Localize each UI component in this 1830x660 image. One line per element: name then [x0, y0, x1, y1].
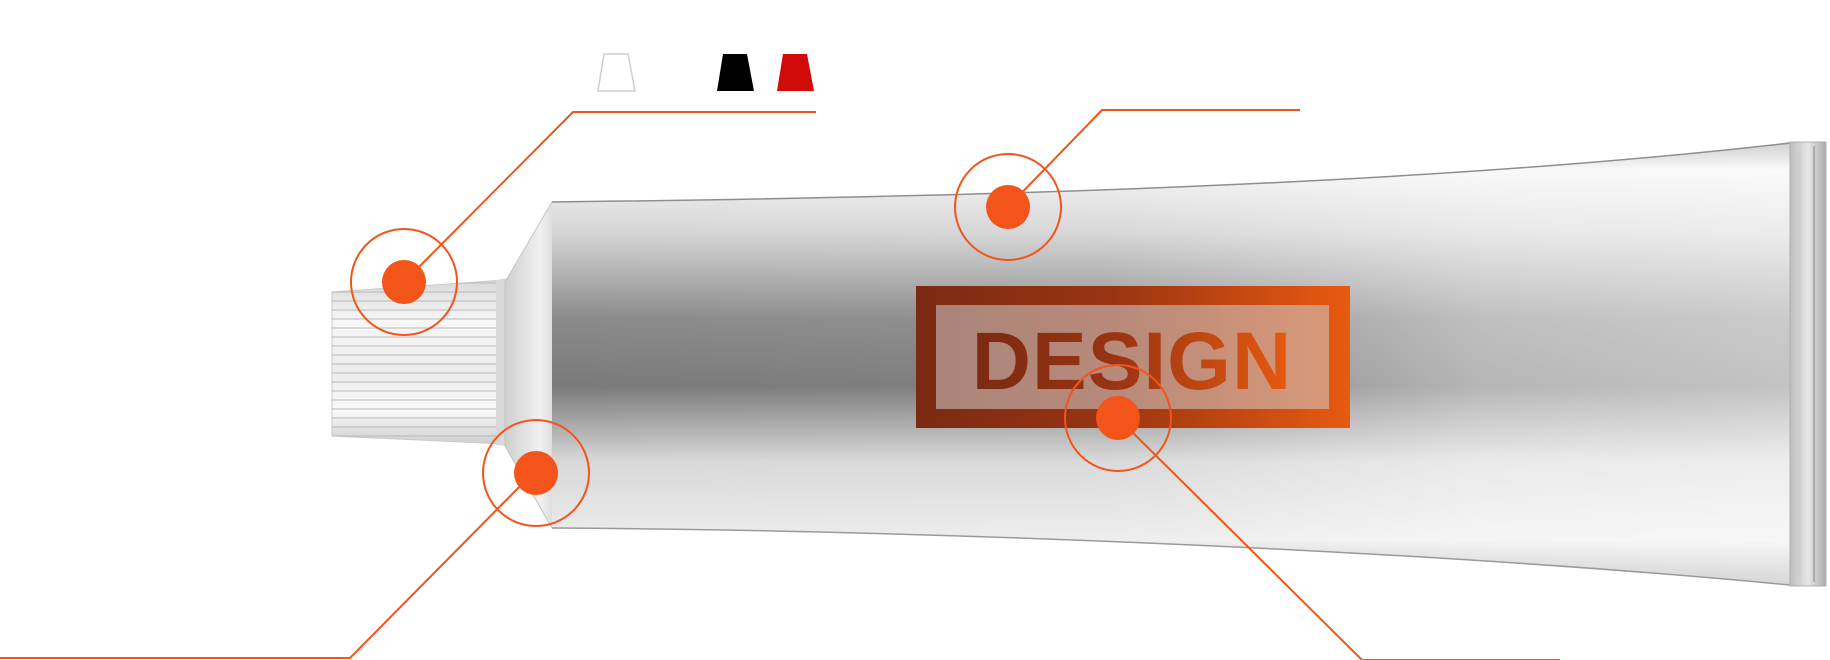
print-label: DESIGN: [916, 286, 1350, 428]
cap-swatch-black[interactable]: [717, 54, 754, 91]
callout-lines: [0, 109, 1560, 660]
hotspot-cap[interactable]: [350, 228, 458, 336]
tube-cap: [331, 278, 508, 446]
shoulder-callout-line: [0, 471, 535, 659]
tube-crimp: [1789, 141, 1827, 587]
body-top-callout-line: [1007, 109, 1300, 208]
cap-color-swatches: [597, 53, 814, 92]
print-area-callout-line: [1117, 417, 1560, 660]
cap-swatch-white[interactable]: [597, 53, 636, 92]
hotspot-print-area[interactable]: [1064, 364, 1172, 472]
hotspot-shoulder[interactable]: [482, 419, 590, 527]
cap-swatch-red[interactable]: [777, 54, 814, 91]
cap-callout-line: [403, 111, 816, 283]
print-label-text: DESIGN: [972, 316, 1292, 407]
hotspot-body-top[interactable]: [954, 153, 1062, 261]
